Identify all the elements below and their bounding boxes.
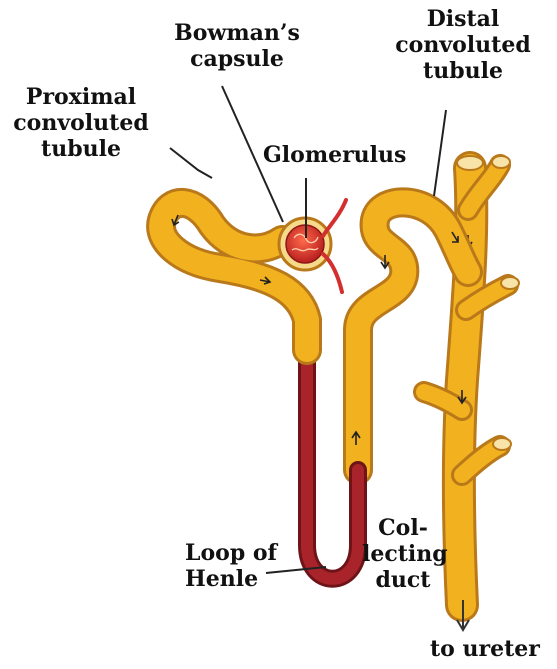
loop-of-henle-label: Loop of Henle: [185, 540, 277, 592]
collecting-duct-label-line3: duct: [362, 567, 444, 593]
distal-tubule-label-line1: Distal: [388, 6, 538, 32]
proximal-tubule-label: Proximal convoluted tubule: [6, 84, 156, 162]
proximal-convoluted-tubule: [161, 203, 307, 350]
collecting-duct-label-line2: lecting: [362, 541, 444, 567]
to-ureter-label: to ureter: [430, 636, 540, 662]
collecting-duct-label-line1: Col-: [362, 515, 444, 541]
distal-tubule-label: Distal convoluted tubule: [388, 6, 538, 84]
leader-distal-tubule: [434, 110, 446, 196]
distal-tubule-label-line2: convoluted: [388, 32, 538, 58]
proximal-tubule-label-line1: Proximal: [6, 84, 156, 110]
leader-proximal-tubule: [170, 148, 212, 178]
bowmans-capsule-label-line2: capsule: [172, 46, 302, 72]
glomerulus-label: Glomerulus: [263, 142, 406, 168]
bowmans-capsule-label: Bowman’s capsule: [172, 20, 302, 72]
proximal-tubule-label-line2: convoluted: [6, 110, 156, 136]
loop-of-henle-label-line1: Loop of: [185, 540, 277, 566]
distal-tubule-label-line3: tubule: [388, 58, 538, 84]
bowmans-capsule-label-line1: Bowman’s: [172, 20, 302, 46]
collecting-duct-label: Col- lecting duct: [362, 515, 444, 593]
loop-of-henle-label-line2: Henle: [185, 566, 277, 592]
proximal-tubule-label-line3: tubule: [6, 136, 156, 162]
